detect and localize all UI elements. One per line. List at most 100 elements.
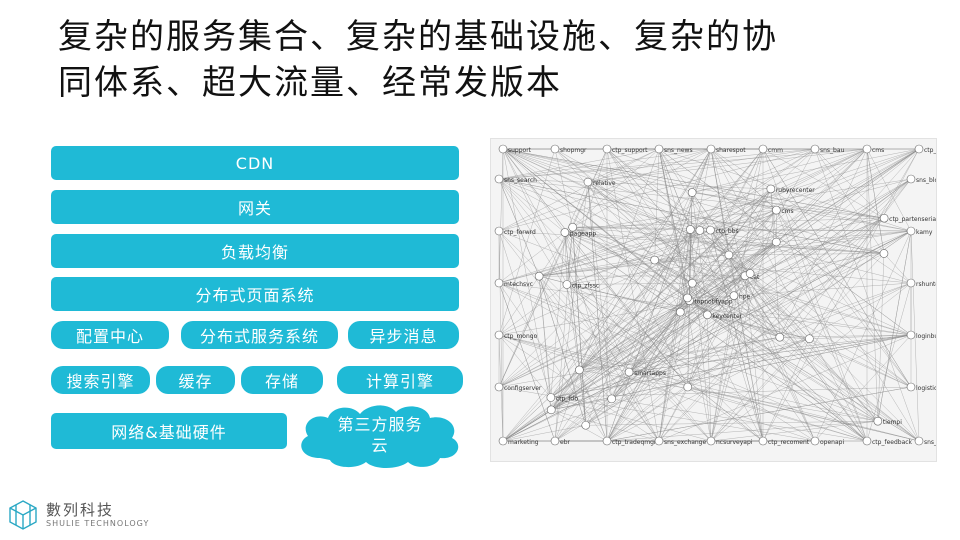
slide-title-line-2: 同体系、超大流量、经常发版本 xyxy=(58,63,562,103)
graph-edge xyxy=(502,148,568,285)
graph-edge xyxy=(809,334,912,339)
graph-edge xyxy=(550,334,912,398)
cdn-layer: CDN xyxy=(51,146,459,180)
graph-edge xyxy=(498,232,566,284)
graph-node xyxy=(498,436,508,446)
graph-edge xyxy=(749,273,920,442)
graph-edge xyxy=(550,300,690,398)
network-hardware-layer: 网络&基础硬件 xyxy=(51,413,287,449)
graph-edge xyxy=(566,229,711,285)
graph-edge xyxy=(566,148,608,285)
graph-node-label: logisticscenter xyxy=(916,385,936,392)
graph-edge xyxy=(587,181,920,442)
graph-edge xyxy=(502,230,912,442)
graph-edge xyxy=(776,209,868,442)
graph-edge xyxy=(502,338,810,442)
graph-edge xyxy=(587,181,688,388)
graph-edge xyxy=(551,297,688,411)
graph-node xyxy=(772,205,781,215)
graph-edge xyxy=(779,334,912,338)
graph-edge xyxy=(564,232,884,254)
graph-node-label: smartapps xyxy=(634,370,666,377)
graph-node-label: rshuntgr xyxy=(916,281,936,288)
graph-node-label: loginbusiness xyxy=(916,333,936,340)
graph-node-label: pageapp xyxy=(570,230,596,237)
graph-node-label: shopmgr xyxy=(560,147,587,154)
graph-edge xyxy=(502,148,885,219)
graph-node-label: ctp_mongo xyxy=(504,333,538,340)
graph-node xyxy=(758,436,768,446)
graph-edge xyxy=(699,230,879,422)
graph-edge xyxy=(551,229,691,410)
graph-edge xyxy=(502,259,655,442)
graph-edge xyxy=(498,230,660,442)
graph-edge xyxy=(629,334,912,373)
graph-edge xyxy=(572,227,586,426)
graph-edge xyxy=(566,284,764,442)
graph-edge xyxy=(710,338,810,442)
graph-edge xyxy=(744,275,764,442)
graph-node xyxy=(906,174,916,184)
graph-node-label: ctp_feedback xyxy=(872,439,913,446)
graph-node xyxy=(550,436,560,446)
graph-edge xyxy=(814,148,920,442)
graph-node xyxy=(498,144,508,154)
graph-node xyxy=(602,436,612,446)
graph-node-label: marketing xyxy=(508,439,539,446)
config-center-block: 配置中心 xyxy=(51,321,169,349)
graph-node-label: sns_search xyxy=(504,177,537,184)
graph-node-label: cmm xyxy=(768,147,783,154)
graph-edge xyxy=(587,181,729,256)
graph-node xyxy=(581,420,591,430)
graph-edge xyxy=(502,300,690,442)
graph-edge xyxy=(539,254,729,277)
graph-edge xyxy=(877,230,912,422)
graph-node-label: keycenter xyxy=(712,313,742,320)
graph-edge xyxy=(502,148,912,388)
graph-edge xyxy=(502,273,751,442)
graph-edge xyxy=(658,148,690,301)
graph-edge xyxy=(564,232,693,284)
graph-node-label: ctp_forwrd xyxy=(504,229,536,236)
graph-edge xyxy=(498,282,688,388)
graph-edge xyxy=(728,254,816,442)
graph-edge xyxy=(762,338,810,442)
graph-edge xyxy=(707,314,878,422)
graph-node xyxy=(766,184,776,194)
graph-edge xyxy=(710,229,879,422)
graph-node-label: mtechsvc xyxy=(504,281,533,288)
graph-edge xyxy=(572,148,660,228)
graph-node xyxy=(687,278,697,288)
graph-edge xyxy=(554,148,573,228)
graph-edge xyxy=(658,148,691,230)
graph-edge xyxy=(566,282,693,285)
graph-node-label: ctp_bbs xyxy=(715,228,738,235)
graph-edge xyxy=(710,420,878,442)
graph-edge xyxy=(606,273,751,442)
graph-node-label: support xyxy=(508,147,532,154)
graph-node-label: sns_exchange xyxy=(664,439,706,446)
graph-node-label: cms xyxy=(872,147,884,154)
graph-edge xyxy=(498,230,701,388)
graph-edge xyxy=(707,314,868,442)
graph-edge xyxy=(579,209,777,371)
graph-edge xyxy=(498,148,816,232)
slide-title-line-1: 复杂的服务集合、复杂的基础设施、复杂的协 xyxy=(58,17,778,57)
graph-edge xyxy=(606,148,777,211)
graph-edge xyxy=(498,178,751,274)
graph-edge xyxy=(564,232,612,399)
graph-edge xyxy=(728,253,884,256)
graph-edge xyxy=(572,148,712,228)
graph-edge xyxy=(710,148,912,284)
graph-edge xyxy=(498,334,868,442)
graph-edge xyxy=(707,148,868,315)
graph-node xyxy=(560,228,570,237)
graph-edge xyxy=(699,230,764,442)
graph-edge xyxy=(551,371,630,411)
graph-edge xyxy=(744,275,816,442)
cache-block: 缓存 xyxy=(156,366,235,394)
graph-edge xyxy=(498,148,868,180)
logo-tagline: SHULIE TECHNOLOGY xyxy=(46,518,150,528)
graph-edge xyxy=(539,148,868,277)
graph-edge xyxy=(687,386,868,442)
